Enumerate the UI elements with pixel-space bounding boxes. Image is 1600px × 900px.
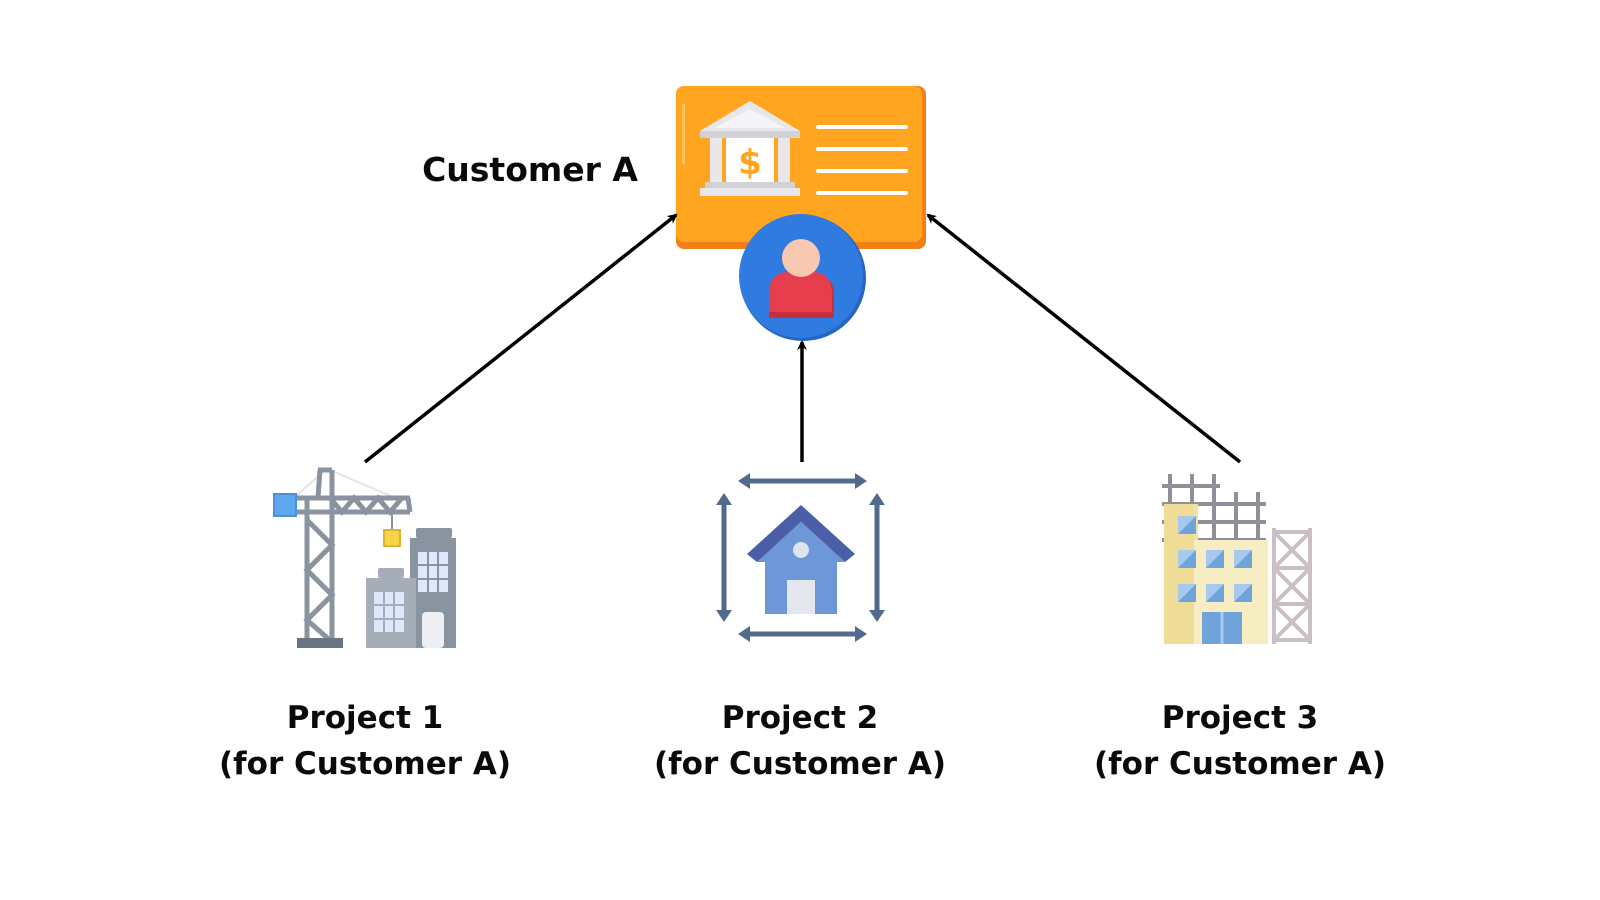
project-1-subtitle: (for Customer A) <box>219 746 511 782</box>
project-3-title: Project 3 <box>1161 700 1319 736</box>
construction-crane-icon <box>273 467 456 648</box>
bank-card-icon: $ <box>676 86 926 249</box>
building-scaffold-icon <box>1162 474 1312 644</box>
project-2-title: Project 2 <box>721 700 879 736</box>
project-1-label: Project 1 (for Customer A) <box>155 695 575 787</box>
project-2-subtitle: (for Customer A) <box>654 746 946 782</box>
arrow-project-3 <box>926 213 1242 464</box>
arrow-project-1 <box>363 213 678 464</box>
svg-text:$: $ <box>738 143 762 183</box>
user-avatar-icon <box>739 214 866 341</box>
connector-arrows <box>363 213 1242 464</box>
project-3-label: Project 3 (for Customer A) <box>1030 695 1450 787</box>
project-2-label: Project 2 (for Customer A) <box>590 695 1010 787</box>
card-text-lines <box>816 125 908 195</box>
project-1-title: Project 1 <box>286 700 444 736</box>
house-plan-icon <box>716 473 885 642</box>
customer-label: Customer A <box>422 150 638 189</box>
bank-building-icon: $ <box>700 101 800 196</box>
project-3-subtitle: (for Customer A) <box>1094 746 1386 782</box>
